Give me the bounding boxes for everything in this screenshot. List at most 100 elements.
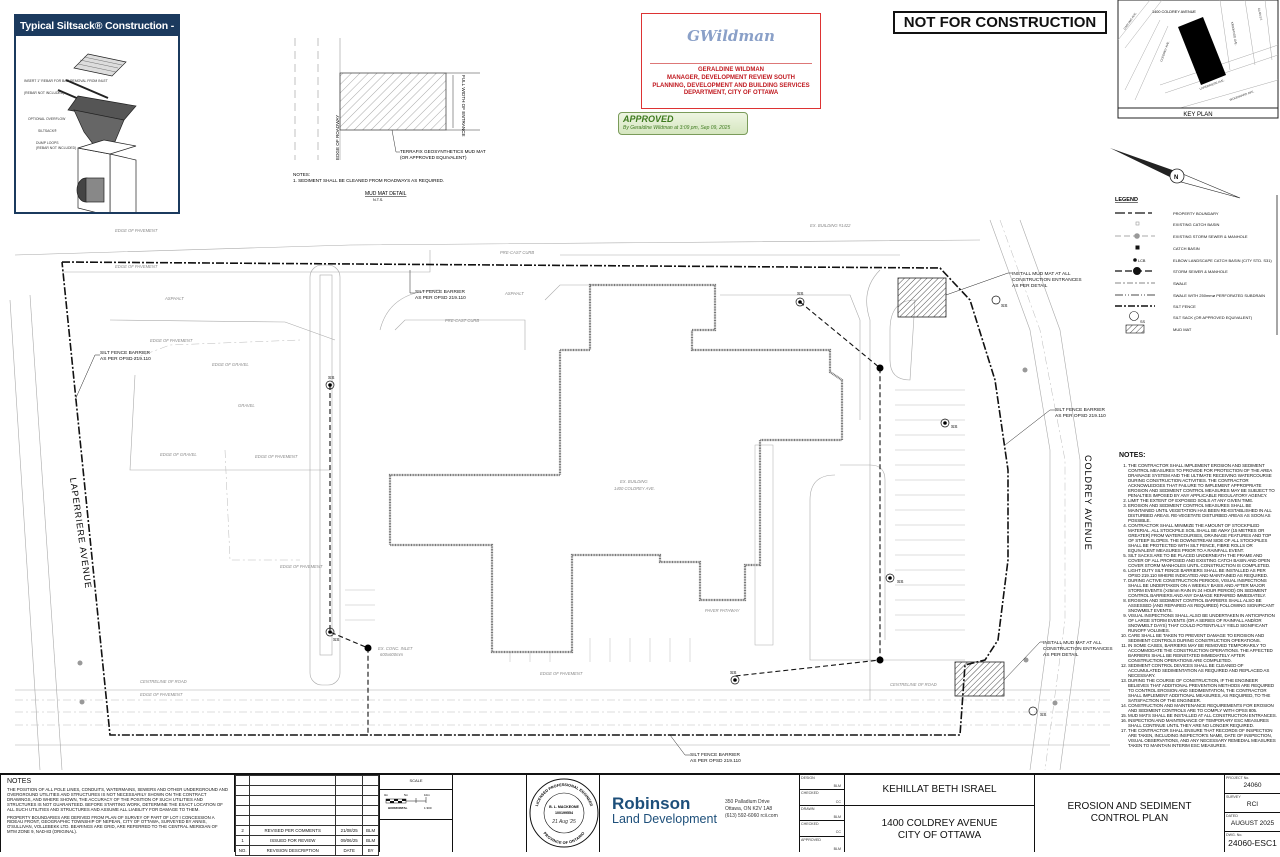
curb-label: PRE-CAST CURB	[445, 318, 479, 323]
drawing-number-label: DWG. No.	[1226, 833, 1243, 837]
legend-item-label: PROPERTY BOUNDARY	[1173, 211, 1219, 216]
centreline-label: CENTRELINE OF ROAD	[140, 679, 187, 684]
mud-mat-callout: INSTALL MUD MAT AT ALL	[1012, 271, 1071, 277]
legend-item-label: SILT FENCE	[1173, 304, 1196, 309]
legend-item-label: MUD MAT	[1173, 327, 1192, 332]
silt-sack-icon: SS	[940, 418, 957, 430]
drawing-number: 24060-ESC1	[1228, 838, 1277, 849]
site-plan: SS SS SS SS SS SS SS SS SILT FENCE BARRI…	[9, 219, 1113, 771]
edge-label: EDGE OF PAVEMENT	[150, 338, 193, 343]
svg-text:LICENSED PROFESSIONAL ENGINEER: LICENSED PROFESSIONAL ENGINEER	[535, 783, 593, 807]
silt-fence-label: SILT FENCE BARRIER	[690, 752, 740, 758]
svg-text:N: N	[1174, 175, 1178, 181]
svg-text:B. L. MACKEONE: B. L. MACKEONE	[549, 805, 579, 809]
edge-label: EDGE OF PAVEMENT	[115, 264, 158, 269]
signoff-role: APPROVED	[801, 837, 821, 842]
notes-title: NOTES:	[1119, 452, 1146, 459]
note-item: THE CONTRACTOR SHALL ENSURE THAT RECORDS…	[1128, 728, 1277, 748]
general-note: THE POSITION OF ALL POLE LINES, CONDUITS…	[7, 787, 228, 812]
silt-sack-icon: SS	[795, 291, 805, 307]
mud-mat-callout: AS PER DETAIL	[1012, 283, 1048, 289]
company-sub: Land Development	[612, 812, 717, 826]
mud-mat-label-2: (OR APPROVED EQUIVALENT)	[400, 155, 467, 160]
svg-text:SS: SS	[951, 424, 957, 430]
existing-building	[388, 283, 844, 654]
silt-sacks: SS SS SS SS SS SS SS SS	[325, 291, 1046, 718]
siltsack-illustration: INSERT 1" REBAR FOR BAG REMOVAL FROM INL…	[24, 53, 137, 223]
storm-manholes	[364, 364, 884, 664]
dated-label: DATED	[1226, 814, 1238, 818]
blank-box	[453, 775, 527, 852]
svg-text:SS: SS	[1040, 712, 1046, 718]
scale-title: SCALE	[380, 775, 452, 790]
project-address: 1400 COLDREY AVENUE	[881, 818, 998, 829]
mud-mat	[897, 277, 947, 318]
project-number-label: PROJECT No.	[1226, 776, 1250, 780]
edge-label: EDGE OF PAVEMENT	[280, 564, 323, 569]
mud-mat-note: 1. SEDIMENT SHALL BE CLEANED FROM ROADWA…	[293, 178, 444, 183]
company-address: 350 Palladium Drive	[724, 799, 770, 805]
approval-signature-box: GWildman GERALDINE WILDMAN MANAGER, DEVE…	[641, 13, 821, 109]
key-plan-title: KEY PLAN	[1183, 112, 1212, 118]
key-plan-site	[1178, 17, 1226, 85]
svg-text:100199554: 100199554	[555, 811, 573, 815]
general-note: PROPERTY BOUNDARIES ARE DERIVED FROM PLA…	[7, 814, 218, 835]
drawing-title-line-1: EROSION AND SEDIMENT	[1067, 801, 1192, 812]
silt-sack-icon: SS	[1028, 706, 1046, 718]
siltsack-label: OPTIONAL OVERFLOW	[28, 117, 66, 121]
silt-fence-label: AS PER OPSD 219.110	[415, 295, 466, 301]
approver-name: GERALDINE WILDMAN	[698, 67, 764, 73]
svg-text:5m: 5m	[404, 793, 409, 797]
mud-mat-callout: AS PER DETAIL	[1043, 652, 1079, 658]
siltsack-label: INSERT 1" REBAR FOR BAG REMOVAL FROM INL…	[24, 79, 108, 83]
note-item: CONSTRUCTION AND MAINTENANCE REQUIREMENT…	[1128, 703, 1277, 713]
edge-label: EDGE OF GRAVEL	[212, 362, 249, 367]
svg-text:10m: 10m	[424, 793, 430, 797]
edge-label: EDGE OF GRAVEL	[160, 452, 197, 457]
silt-sack-icon: SS	[730, 670, 740, 685]
legend-item-label: SWALE WITH 250mmø PERFORATED SUBDRAIN	[1173, 293, 1265, 298]
siltsack-label: SILTSACK®	[38, 129, 57, 133]
svg-text:SS: SS	[1001, 303, 1007, 309]
mud-mat-label: TERRAFIX GEOSYNTHETICS MUD MAT	[400, 149, 486, 154]
silt-fence-label: SILT FENCE BARRIER	[1055, 407, 1105, 413]
approver-dept: PLANNING, DEVELOPMENT AND BUILDING SERVI…	[652, 83, 810, 89]
signoff-initials: CC	[835, 830, 841, 835]
inlet-label: EX. CONC. INLET	[378, 646, 413, 651]
legend-item-label: CATCH BASIN	[1173, 246, 1200, 251]
key-plan: 1400 COLDREY AVENUE CARLING AVE. COLDREY…	[1117, 0, 1279, 119]
centreline-label: CENTRELINE OF ROAD	[890, 682, 937, 687]
parking-stalls	[345, 389, 965, 662]
storm-sewer-line	[329, 301, 881, 735]
approved-title: APPROVED	[623, 114, 674, 124]
signoff-row: APPROVED BLM	[800, 837, 844, 852]
siltsack-label: (REBAR NOT INCLUDED)	[36, 146, 76, 150]
inlet-label: 600x600mm	[380, 652, 404, 657]
edge-label: EDGE OF PAVEMENT	[255, 454, 298, 459]
neighbor-building-label: EX. BUILDING #1422	[810, 223, 851, 228]
asphalt-label: ASPHALT	[504, 291, 524, 296]
mud-mat-callout: CONSTRUCTION ENTRANCES	[1043, 646, 1113, 652]
edge-label: EDGE OF PAVEMENT	[540, 671, 583, 676]
laperriere-avenue-label: LAPERRIERE AVENUE	[68, 477, 94, 590]
drawing-title-line-2: CONTROL PLAN	[1090, 813, 1169, 824]
mud-mat-hatch	[339, 72, 447, 131]
silt-sack-icon: SS	[885, 573, 903, 585]
mud-mat-callout: CONSTRUCTION ENTRANCES	[1012, 277, 1082, 283]
curb-label: PRE-CAST CURB	[500, 250, 534, 255]
silt-sack-icon: SS	[991, 295, 1007, 309]
note-item: EROSION AND SEDIMENT CONTROL BARRIERS SH…	[1128, 598, 1277, 613]
drawing-canvas: FULL WIDTH OF ENTRANCE EDGE OF ROADWAY T…	[9, 0, 1279, 771]
company-name: Robinson	[612, 794, 691, 813]
signoff-initials: BLM	[833, 846, 841, 851]
building-address-label: 1400 COLDREY AVE.	[614, 486, 655, 491]
construction-notes: NOTES: THE CONTRACTOR SHALL IMPLEMENT ER…	[1119, 452, 1277, 770]
drawing-title: EROSION AND SEDIMENT CONTROL PLAN	[1035, 775, 1225, 852]
